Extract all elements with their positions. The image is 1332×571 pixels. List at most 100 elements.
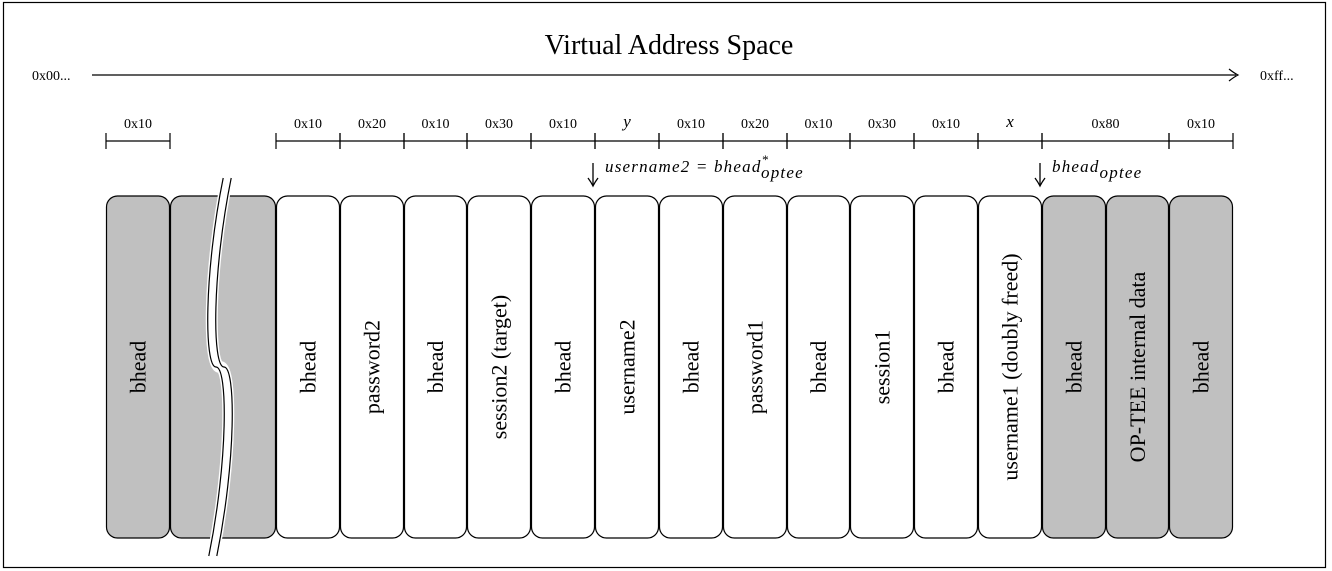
memory-block-session2-target: session2 (target)	[466, 195, 532, 539]
size-bracket: 0x10	[658, 117, 724, 149]
memory-block-label: bhead	[806, 341, 831, 394]
memory-block-label: bhead	[934, 341, 959, 394]
memory-block-bhead: bhead	[530, 195, 596, 539]
memory-blocks: bhead bhead password2 bhead session2 (target…	[105, 195, 1234, 539]
memory-block-box	[977, 195, 1043, 539]
pointer-arrowhead	[1034, 177, 1046, 188]
size-label: 0x10	[677, 117, 705, 132]
address-start-label: 0x00...	[32, 69, 71, 84]
size-bracket: 0x10	[403, 117, 468, 149]
memory-block-box	[403, 195, 468, 539]
memory-block-label: bhead	[423, 341, 448, 394]
size-bracket: 0x80	[1041, 117, 1170, 149]
memory-block-box	[105, 195, 171, 539]
pointer-label-sup: *	[762, 152, 769, 167]
memory-block-label: session2 (target)	[487, 295, 512, 439]
size-label: 0x10	[805, 117, 833, 132]
size-label: y	[621, 112, 631, 131]
size-label: 0x30	[485, 117, 513, 132]
memory-block-box	[275, 195, 341, 539]
size-label: 0x10	[294, 117, 322, 132]
size-bracket: 0x20	[339, 117, 405, 149]
memory-block-box	[1041, 195, 1107, 539]
memory-block-label: username1 (doubly freed)	[998, 253, 1023, 480]
size-label: 0x80	[1092, 117, 1120, 132]
pointer-label-main: username2 = bhead	[605, 157, 762, 176]
size-label: 0x20	[741, 117, 769, 132]
memory-block-box	[722, 195, 788, 539]
pointer-label: bheadoptee	[1052, 157, 1142, 182]
pointer-0: username2 = bhead*optee	[587, 152, 804, 188]
memory-block-label: session1	[870, 330, 895, 405]
size-label: 0x20	[358, 117, 386, 132]
memory-block-bhead: bhead	[275, 195, 341, 539]
diagram-title: Virtual Address Space	[545, 30, 794, 61]
break-marker	[205, 176, 235, 558]
memory-block-box	[339, 195, 405, 539]
memory-block-bhead: bhead	[1041, 195, 1107, 539]
memory-block-label: bhead	[1189, 341, 1214, 394]
address-end-label: 0xff...	[1260, 69, 1294, 84]
memory-block-label: OP-TEE internal data	[1125, 271, 1150, 462]
memory-block-password1: password1	[722, 195, 788, 539]
size-label: 0x10	[549, 117, 577, 132]
size-bracket: 0x10	[913, 117, 979, 149]
memory-block-username2: username2	[594, 195, 660, 539]
memory-block-box	[658, 195, 724, 539]
memory-block-label: bhead	[1062, 341, 1087, 394]
address-axis-arrowhead	[1228, 68, 1240, 82]
memory-block-bhead: bhead	[1168, 195, 1234, 539]
memory-block-password2: password2	[339, 195, 405, 539]
memory-block-box	[913, 195, 979, 539]
memory-block-bhead: bhead	[658, 195, 724, 539]
pointer-label-sub: optee	[761, 163, 804, 182]
pointer-label: username2 = bhead*optee	[605, 152, 804, 182]
memory-block-label: bhead	[551, 341, 576, 394]
size-label: 0x10	[1187, 117, 1215, 132]
size-label: 0x10	[422, 117, 450, 132]
size-label: x	[1005, 112, 1014, 131]
memory-block-bhead: bhead	[786, 195, 851, 539]
size-bracket: 0x10	[1168, 117, 1234, 149]
size-label: 0x30	[868, 117, 896, 132]
memory-block-box	[466, 195, 532, 539]
memory-block-bhead: bhead	[913, 195, 979, 539]
size-bracket: 0x20	[722, 117, 788, 149]
memory-block-session1: session1	[849, 195, 915, 539]
size-bracket: 0x30	[849, 117, 915, 149]
size-bracket: 0x30	[466, 117, 532, 149]
size-bracket: 0x10	[275, 117, 341, 149]
size-bracket: x	[977, 112, 1043, 149]
memory-block-username1-doubly-freed: username1 (doubly freed)	[977, 195, 1043, 539]
pointer-arrowhead	[587, 177, 599, 188]
memory-block-box	[849, 195, 915, 539]
size-bracket: 0x10	[530, 117, 596, 149]
memory-block-label: bhead	[679, 341, 704, 394]
memory-block-box	[786, 195, 851, 539]
size-bracket: 0x10	[786, 117, 851, 149]
break-gap	[205, 176, 235, 558]
memory-block-label: username2	[615, 319, 640, 414]
pointer-label-main: bhead	[1052, 157, 1100, 176]
break-line-left	[207, 177, 225, 557]
address-axis: 0x00... 0xff...	[32, 68, 1294, 84]
memory-block-label: password1	[743, 320, 768, 414]
memory-block-box	[530, 195, 596, 539]
size-bracket: 0x10	[105, 117, 171, 149]
memory-block-bhead: bhead	[403, 195, 468, 539]
memory-block-label: bhead	[296, 341, 321, 394]
size-label: 0x10	[124, 117, 152, 132]
memory-block-box	[1105, 195, 1170, 539]
memory-block-bhead: bhead	[105, 195, 171, 539]
memory-block-label: bhead	[126, 341, 151, 394]
memory-block-label: password2	[360, 320, 385, 414]
size-label: 0x10	[932, 117, 960, 132]
pointer-1: bheadoptee	[1034, 157, 1142, 188]
size-bracket: y	[594, 112, 660, 149]
memory-block-box	[1168, 195, 1234, 539]
size-brackets: 0x10 0x10 0x20 0x10 0x30 0x10 y 0x10 0x20 0x10 0x3…	[105, 112, 1234, 149]
memory-block-op-tee-internal-data: OP-TEE internal data	[1105, 195, 1170, 539]
